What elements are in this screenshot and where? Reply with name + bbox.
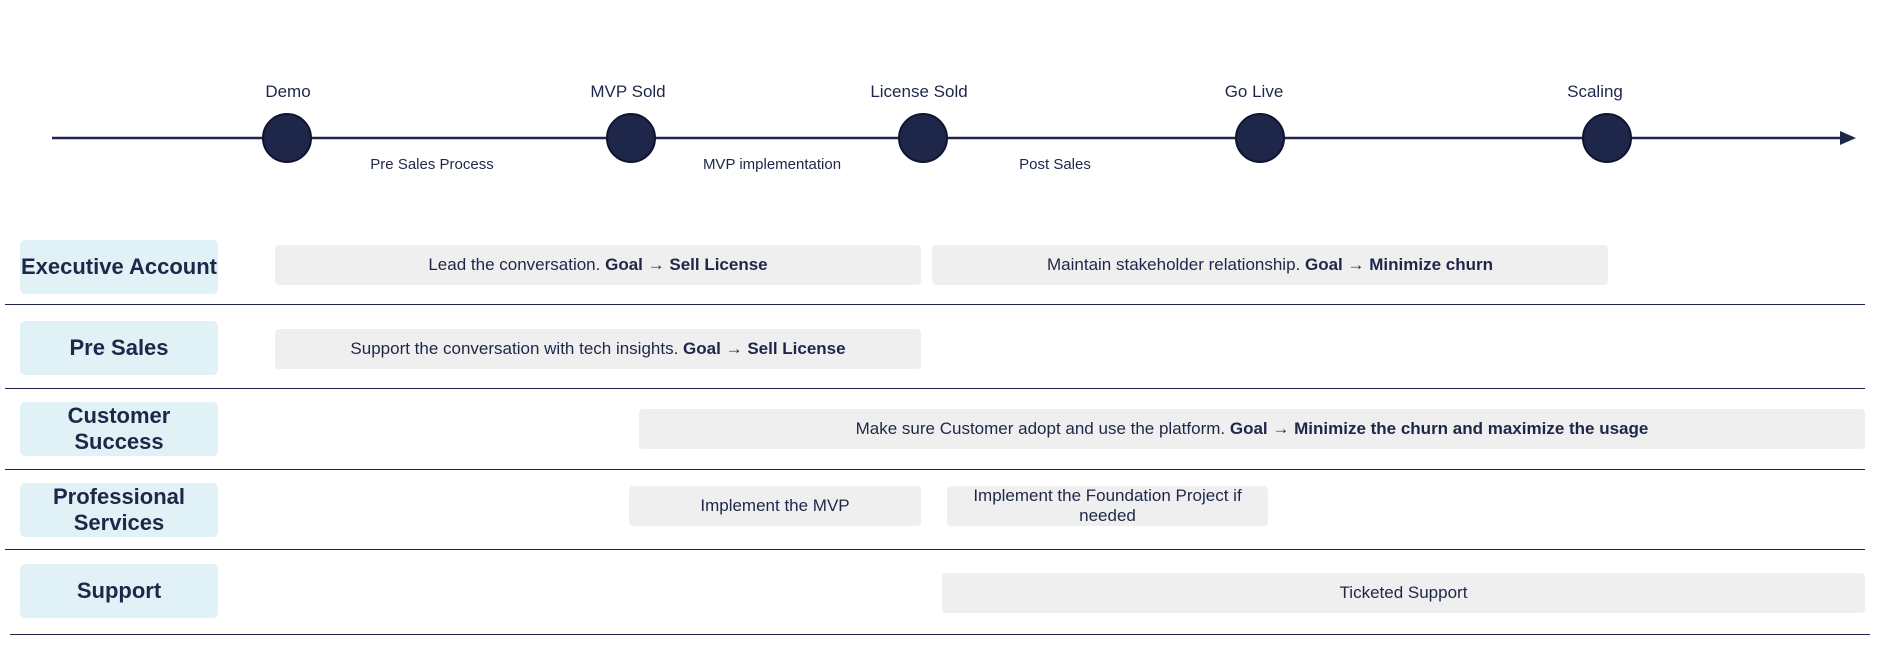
goal-label: Goal <box>683 339 721 358</box>
role-pre-sales: Pre Sales <box>20 321 218 375</box>
role-executive-account: Executive Account <box>20 240 218 294</box>
goal-arrow-icon: → <box>1272 419 1290 438</box>
task-goal: Sell License <box>747 339 846 358</box>
task-support-ticketed: Ticketed Support <box>942 573 1865 613</box>
milestone-label-mvp-sold: MVP Sold <box>590 82 666 101</box>
row-separator <box>5 469 1865 470</box>
milestone-marker-license-sold <box>898 113 948 163</box>
milestone-marker-scaling <box>1582 113 1632 163</box>
role-professional-services: Professional Services <box>20 483 218 537</box>
task-exec-maintain-relationship: Maintain stakeholder relationship. Goal … <box>932 245 1608 285</box>
row-separator <box>10 634 1870 635</box>
milestone-label-scaling: Scaling <box>1567 82 1623 101</box>
row-separator <box>5 549 1865 550</box>
phase-label-post-sales: Post Sales <box>1019 156 1091 173</box>
task-ps-foundation-project: Implement the Foundation Project if need… <box>947 486 1268 526</box>
phase-label-pre-sales: Pre Sales Process <box>370 156 494 173</box>
milestone-label-license-sold: License Sold <box>870 82 968 101</box>
goal-arrow-icon: → <box>647 255 665 274</box>
goal-arrow-icon: → <box>1347 255 1365 274</box>
phase-label-mvp-implementation: MVP implementation <box>702 156 842 173</box>
role-support: Support <box>20 564 218 618</box>
task-text: Lead the conversation. <box>428 255 601 274</box>
milestone-marker-demo <box>262 113 312 163</box>
timeline-arrowhead <box>1840 131 1856 145</box>
task-text: Ticketed Support <box>1339 583 1468 602</box>
task-text: Implement the MVP <box>700 496 850 515</box>
task-cs-adoption: Make sure Customer adopt and use the pla… <box>639 409 1865 449</box>
task-text: Maintain stakeholder relationship. <box>1047 255 1301 274</box>
task-text: Support the conversation with tech insig… <box>350 339 679 358</box>
task-goal: Minimize churn <box>1369 255 1493 274</box>
task-presales-support-conversation: Support the conversation with tech insig… <box>275 329 921 369</box>
goal-arrow-icon: → <box>725 339 743 358</box>
goal-label: Goal <box>605 255 643 274</box>
milestone-label-demo: Demo <box>265 82 311 101</box>
role-customer-success: Customer Success <box>20 402 218 456</box>
task-exec-lead-conversation: Lead the conversation. Goal → Sell Licen… <box>275 245 921 285</box>
milestone-marker-go-live <box>1235 113 1285 163</box>
task-text: Implement the Foundation Project if need… <box>973 486 1242 525</box>
row-separator <box>5 388 1865 389</box>
milestone-label-go-live: Go Live <box>1224 82 1284 101</box>
row-separator <box>5 304 1865 305</box>
goal-label: Goal <box>1305 255 1343 274</box>
task-goal: Sell License <box>669 255 768 274</box>
task-text: Make sure Customer adopt and use the pla… <box>855 419 1226 438</box>
goal-label: Goal <box>1229 419 1268 438</box>
task-goal: Minimize the churn and maximize the usag… <box>1294 419 1649 438</box>
timeline <box>52 113 1856 163</box>
task-ps-implement-mvp: Implement the MVP <box>629 486 921 526</box>
milestone-marker-mvp-sold <box>606 113 656 163</box>
